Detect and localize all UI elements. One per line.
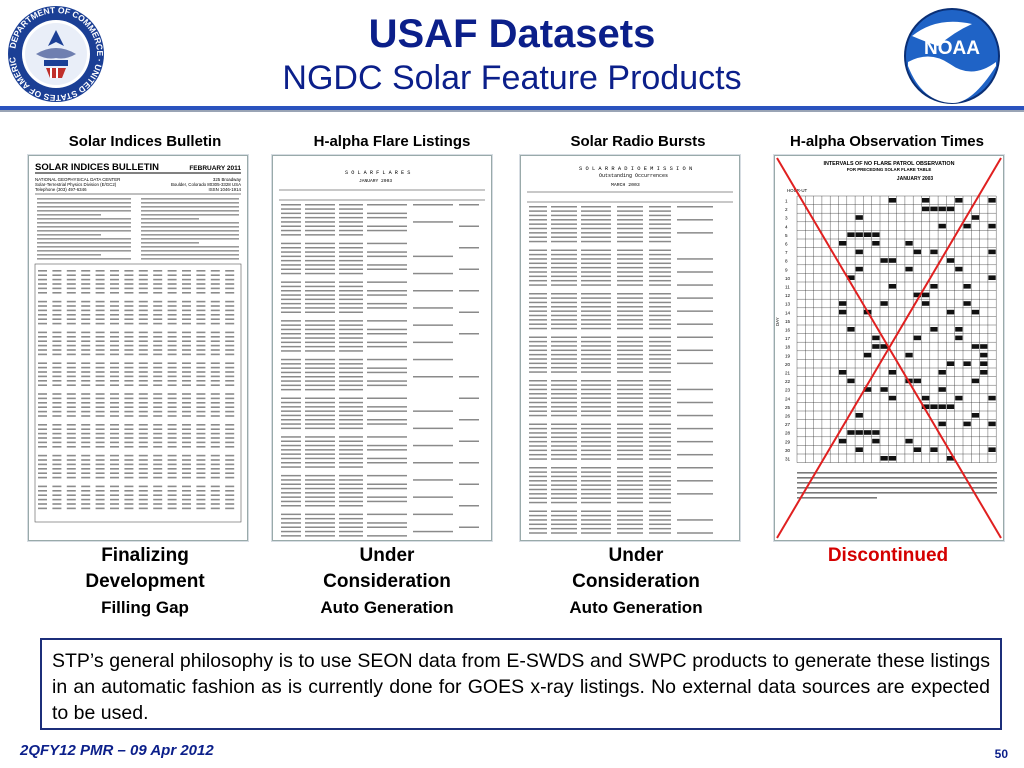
status-radio-line1: Under [608, 545, 664, 566]
svg-text:18: 18 [785, 345, 791, 350]
sib-document-preview: SOLAR INDICES BULLETIN FEBRUARY 2011 NAT… [34, 162, 242, 523]
note-flare: Auto Generation [320, 598, 454, 617]
header-rule [0, 106, 1024, 110]
column-label-solar-indices: Solar Indices Bulletin [68, 133, 222, 150]
svg-text:NATIONAL GEOPHYSICAL DATA CENT: NATIONAL GEOPHYSICAL DATA CENTER [35, 177, 120, 182]
page-title: USAF Datasets [368, 12, 656, 56]
svg-text:6: 6 [785, 242, 788, 247]
svg-text:30: 30 [785, 448, 791, 453]
thumbnail-solar-indices-bulletin: SOLAR INDICES BULLETIN FEBRUARY 2011 NAT… [28, 155, 248, 541]
header-rule-shadow [0, 110, 1024, 112]
svg-text:11: 11 [785, 285, 790, 290]
philosophy-text-box: STP’s general philosophy is to use SEON … [40, 638, 1002, 730]
svg-text:10: 10 [785, 276, 791, 281]
status-solar-indices-line1: Finalizing [101, 545, 189, 566]
note-solar-indices: Filling Gap [101, 598, 189, 617]
svg-text:5: 5 [785, 233, 788, 238]
svg-text:JANUARY 2003: JANUARY 2003 [897, 176, 934, 182]
svg-text:16: 16 [785, 328, 791, 333]
thumbnail-observation-times: INTERVALS OF NO FLARE PATROL OBSERVATION… [774, 155, 1004, 541]
page-number: 50 [994, 747, 1008, 761]
svg-text:8: 8 [785, 259, 788, 264]
svg-text:325 Broadway: 325 Broadway [213, 177, 242, 182]
svg-text:3: 3 [785, 216, 788, 221]
svg-text:MARCH 2003: MARCH 2003 [611, 182, 640, 188]
noaa-logo-icon: NOAA [904, 8, 1000, 104]
svg-text:12: 12 [785, 293, 791, 298]
svg-text:28: 28 [785, 431, 791, 436]
svg-text:FOR PRECEDING SOLAR FLARE TABL: FOR PRECEDING SOLAR FLARE TABLE [847, 167, 932, 172]
svg-text:2: 2 [785, 207, 788, 212]
column-label-flare-listings: H-alpha Flare Listings [313, 133, 471, 150]
svg-text:29: 29 [785, 439, 791, 444]
svg-text:SOLAR INDICES BULLETIN: SOLAR INDICES BULLETIN [35, 162, 159, 173]
svg-text:4: 4 [785, 224, 788, 229]
svg-text:ISSN 1046-1914: ISSN 1046-1914 [209, 187, 242, 192]
svg-text:15: 15 [785, 319, 791, 324]
commerce-seal-icon: DEPARTMENT OF COMMERCE · UNITED STATES O… [6, 4, 105, 103]
svg-text:JANUARY 2003: JANUARY 2003 [359, 178, 392, 184]
svg-text:19: 19 [785, 353, 791, 358]
status-solar-indices-line2: Development [85, 571, 205, 592]
column-label-radio-bursts: Solar Radio Bursts [570, 133, 706, 150]
status-flare-line2: Consideration [323, 571, 451, 592]
flare-listing-preview: S O L A R F L A R E S JANUARY 2003 [279, 170, 485, 537]
status-observation-times: Discontinued [827, 545, 949, 566]
radio-burst-preview: S O L A R R A D I O E M I S S I O N Outs… [527, 166, 733, 534]
svg-text:7: 7 [785, 250, 788, 255]
svg-text:27: 27 [785, 422, 791, 427]
svg-text:14: 14 [785, 310, 791, 315]
svg-text:NOAA: NOAA [924, 38, 980, 59]
column-label-observation-times: H-alpha Observation Times [790, 133, 984, 150]
status-flare-line1: Under [359, 545, 415, 566]
svg-text:DAY: DAY [775, 317, 780, 326]
note-radio: Auto Generation [569, 598, 703, 617]
svg-text:S O L A R R A D I O E M I: S O L A R R A D I O E M I S S I O N [579, 166, 692, 172]
svg-text:S O L A R F L A R E S: S O L A R F L A R E S [345, 170, 410, 176]
svg-text:20: 20 [785, 362, 791, 367]
svg-text:25: 25 [785, 405, 791, 410]
svg-text:23: 23 [785, 388, 791, 393]
svg-text:24: 24 [785, 396, 791, 401]
svg-text:1: 1 [785, 199, 788, 204]
svg-text:Telephone (303) 497-6346: Telephone (303) 497-6346 [35, 187, 87, 192]
svg-text:26: 26 [785, 414, 791, 419]
svg-text:9: 9 [785, 267, 788, 272]
svg-text:17: 17 [785, 336, 791, 341]
thumbnail-radio-bursts: S O L A R R A D I O E M I S S I O N Outs… [520, 155, 740, 541]
svg-text:31: 31 [785, 457, 791, 462]
svg-text:Boulder, Colorado 80305-3328 U: Boulder, Colorado 80305-3328 USA [171, 182, 241, 187]
svg-text:INTERVALS OF NO FLARE PATROL O: INTERVALS OF NO FLARE PATROL OBSERVATION [824, 161, 955, 167]
svg-text:13: 13 [785, 302, 791, 307]
svg-text:22: 22 [785, 379, 791, 384]
svg-text:Outstanding Occurrences: Outstanding Occurrences [599, 173, 668, 179]
svg-text:21: 21 [785, 371, 791, 376]
thumbnail-flare-listings: S O L A R F L A R E S JANUARY 2003 [272, 155, 492, 541]
status-radio-line2: Consideration [572, 571, 700, 592]
discontinued-cross-line-2 [776, 157, 1002, 539]
page-subtitle: NGDC Solar Feature Products [282, 59, 742, 97]
footer-date: 2QFY12 PMR – 09 Apr 2012 [20, 742, 214, 759]
observation-grid-preview: INTERVALS OF NO FLARE PATROL OBSERVATION… [775, 157, 1002, 539]
svg-text:FEBRUARY 2011: FEBRUARY 2011 [189, 165, 241, 172]
svg-text:Solar-Terrestrial Physics Divi: Solar-Terrestrial Physics Division (E/GC… [35, 182, 117, 187]
